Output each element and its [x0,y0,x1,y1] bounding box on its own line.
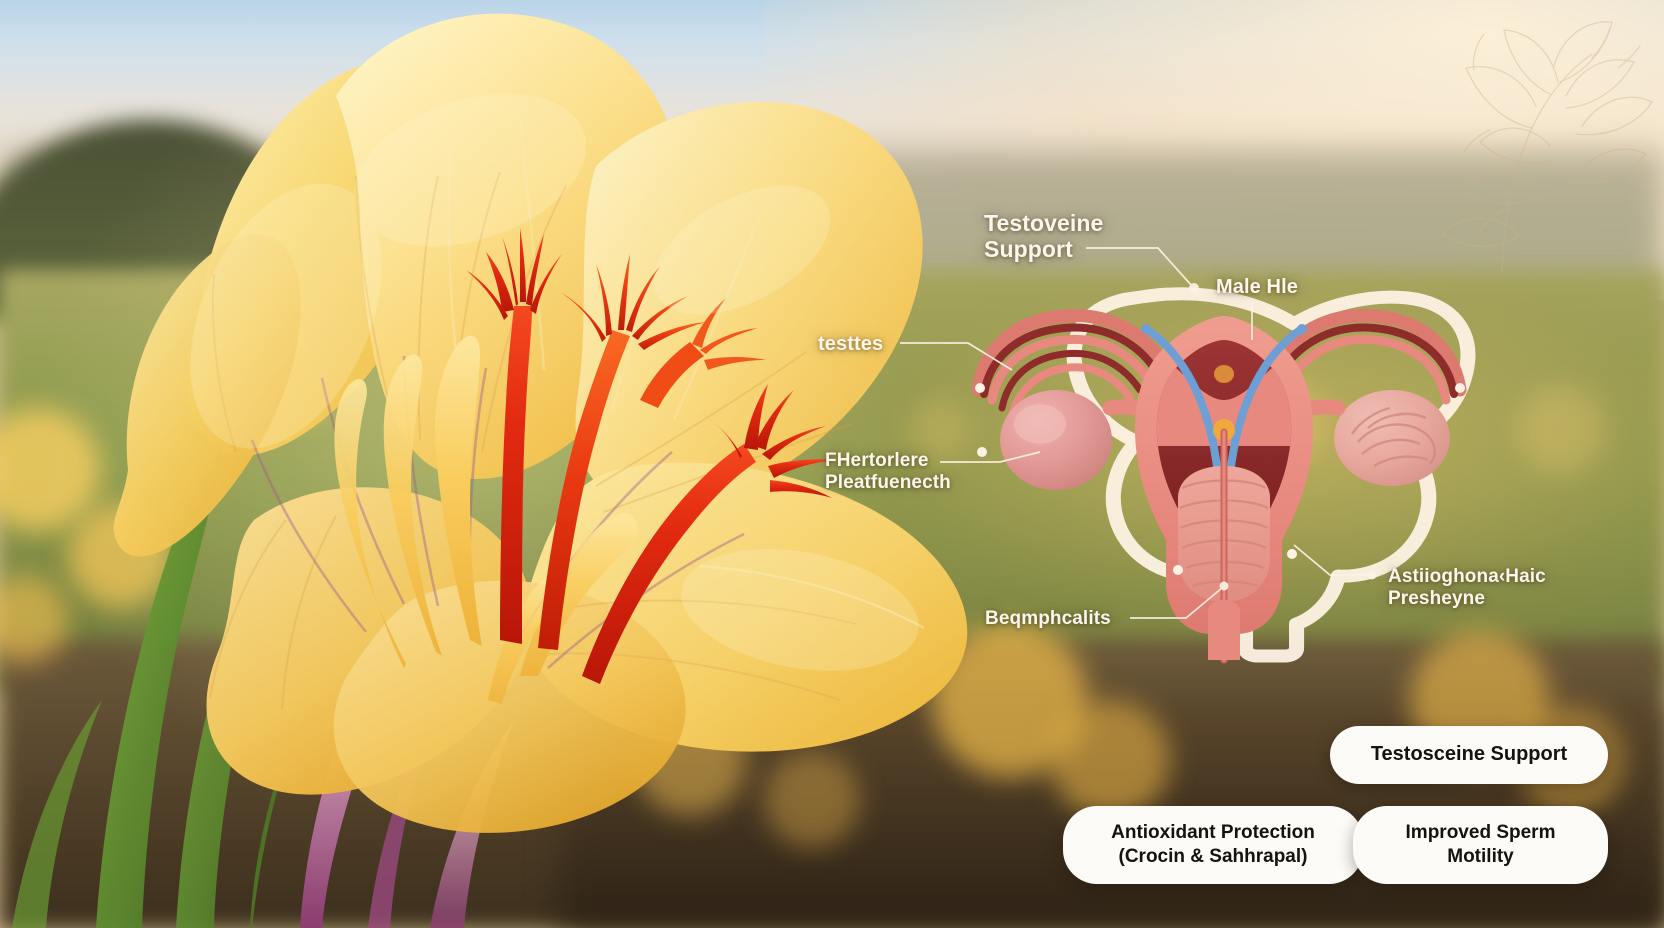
bokeh-light-2 [0,576,68,664]
pill-improved-sperm-motility[interactable]: Improved Sperm Motility [1353,806,1608,884]
callout-florere-pleath[interactable]: FHertorlere Pleatfuenecth [825,450,951,493]
pill-antioxidant-protection[interactable]: Antioxidant Protection (Crocin & Sahhrap… [1063,806,1363,884]
callout-male-hle[interactable]: Male Hle [1216,276,1298,298]
callout-testoveine-support[interactable]: Testoveine Support [984,210,1104,263]
callout-beneficials[interactable]: Beqmphcalits [985,608,1111,629]
botanical-line-art-decoration [1441,21,1653,273]
bokeh-light-12 [910,400,970,460]
bokeh-light-10 [1516,386,1604,474]
pill-testosceine-support[interactable]: Testosceine Support [1330,726,1608,784]
callout-testtes[interactable]: testtes [818,333,884,355]
bokeh-light-4 [764,752,860,848]
saffron-crocus-flower [12,13,968,928]
bokeh-light-6 [1050,700,1170,820]
reproductive-anatomy-diagram [971,287,1476,664]
callout-astioghona[interactable]: Astiioghona‹Haic Presheyne [1388,566,1546,609]
